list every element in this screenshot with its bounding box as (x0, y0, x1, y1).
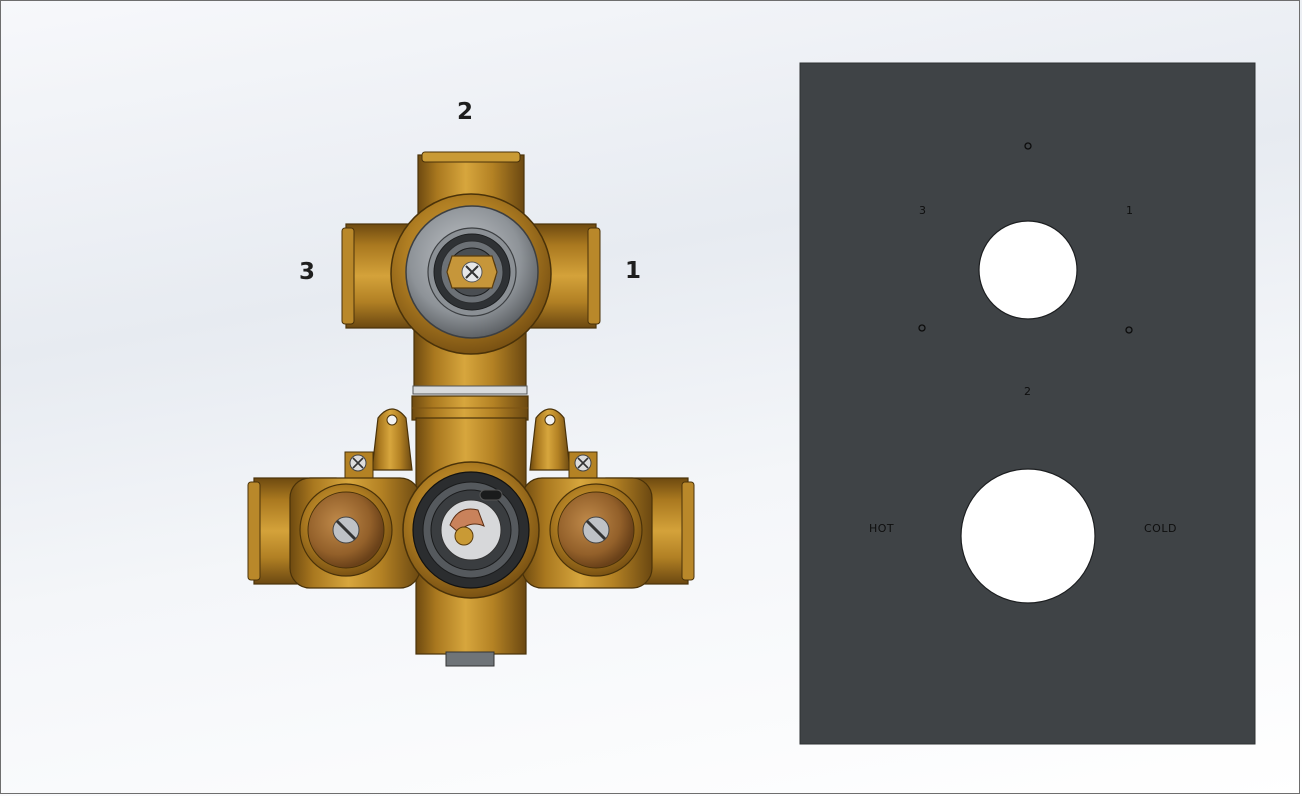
faceplate-label-1: 1 (1126, 204, 1134, 217)
position-dot-icon (1024, 142, 1032, 150)
faceplate-label-3: 3 (919, 204, 927, 217)
faceplate-label-cold: COLD (1144, 522, 1177, 535)
position-dot-icon (918, 324, 926, 332)
faceplate-label-hot: HOT (869, 522, 895, 535)
mixer-body (247, 408, 695, 667)
port-label-2: 2 (457, 99, 474, 125)
mixer-handle-hole (960, 468, 1096, 604)
position-dot-icon (1125, 326, 1133, 334)
faceplate (799, 62, 1256, 745)
faceplate-label-2: 2 (1024, 385, 1032, 398)
port-label-1: 1 (625, 258, 642, 284)
diverter-handle-hole (978, 220, 1078, 320)
port-label-3: 3 (299, 259, 316, 285)
coupling-nut (411, 385, 529, 421)
diverter-body (341, 151, 601, 389)
